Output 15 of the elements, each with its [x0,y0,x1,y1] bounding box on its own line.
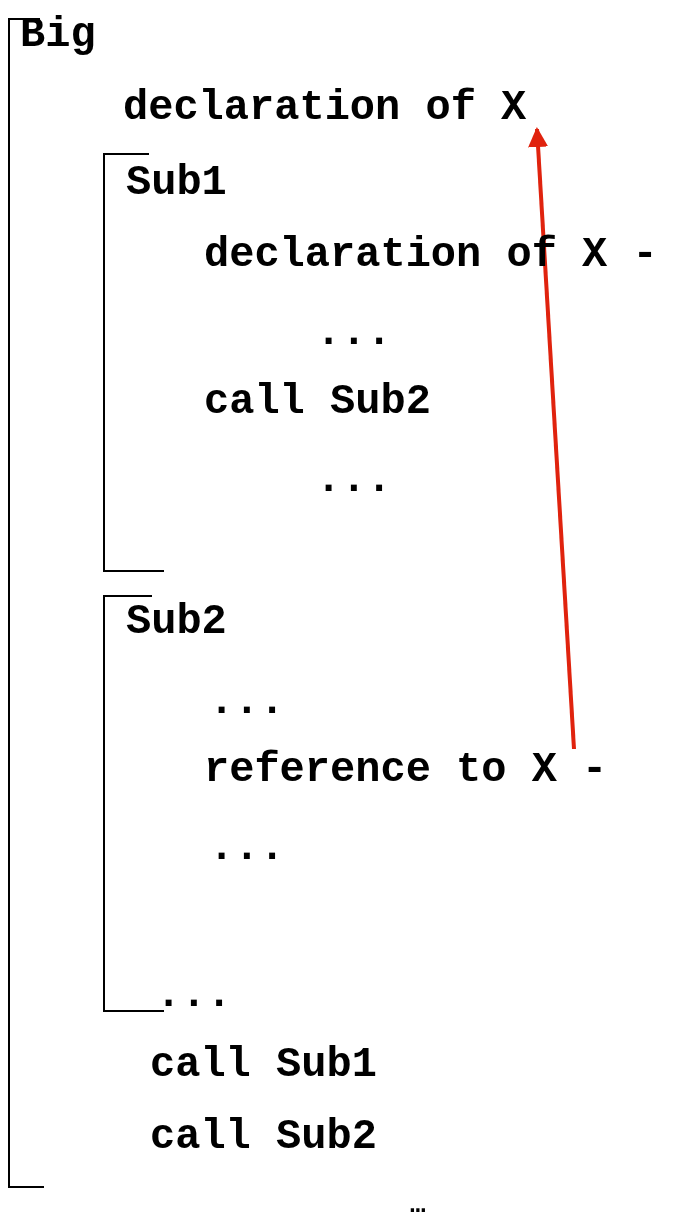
code-line: ... [209,827,285,869]
code-line: ... [156,974,232,1016]
code-line: reference to X - [204,749,614,791]
ellipsis-text: … [410,1190,426,1220]
code-line: call Sub1 [150,1044,377,1086]
block-name: Big [20,14,96,56]
block-name: Sub2 [126,601,227,643]
block-name: Sub1 [126,162,227,204]
code-line: ... [316,459,392,501]
arrow [528,127,576,750]
code-line: ... [316,312,392,354]
code-line: declaration of X [123,87,533,129]
code-line: ... [209,681,285,723]
code-line: call Sub2 [150,1116,377,1158]
code-line: call Sub2 [204,381,431,423]
